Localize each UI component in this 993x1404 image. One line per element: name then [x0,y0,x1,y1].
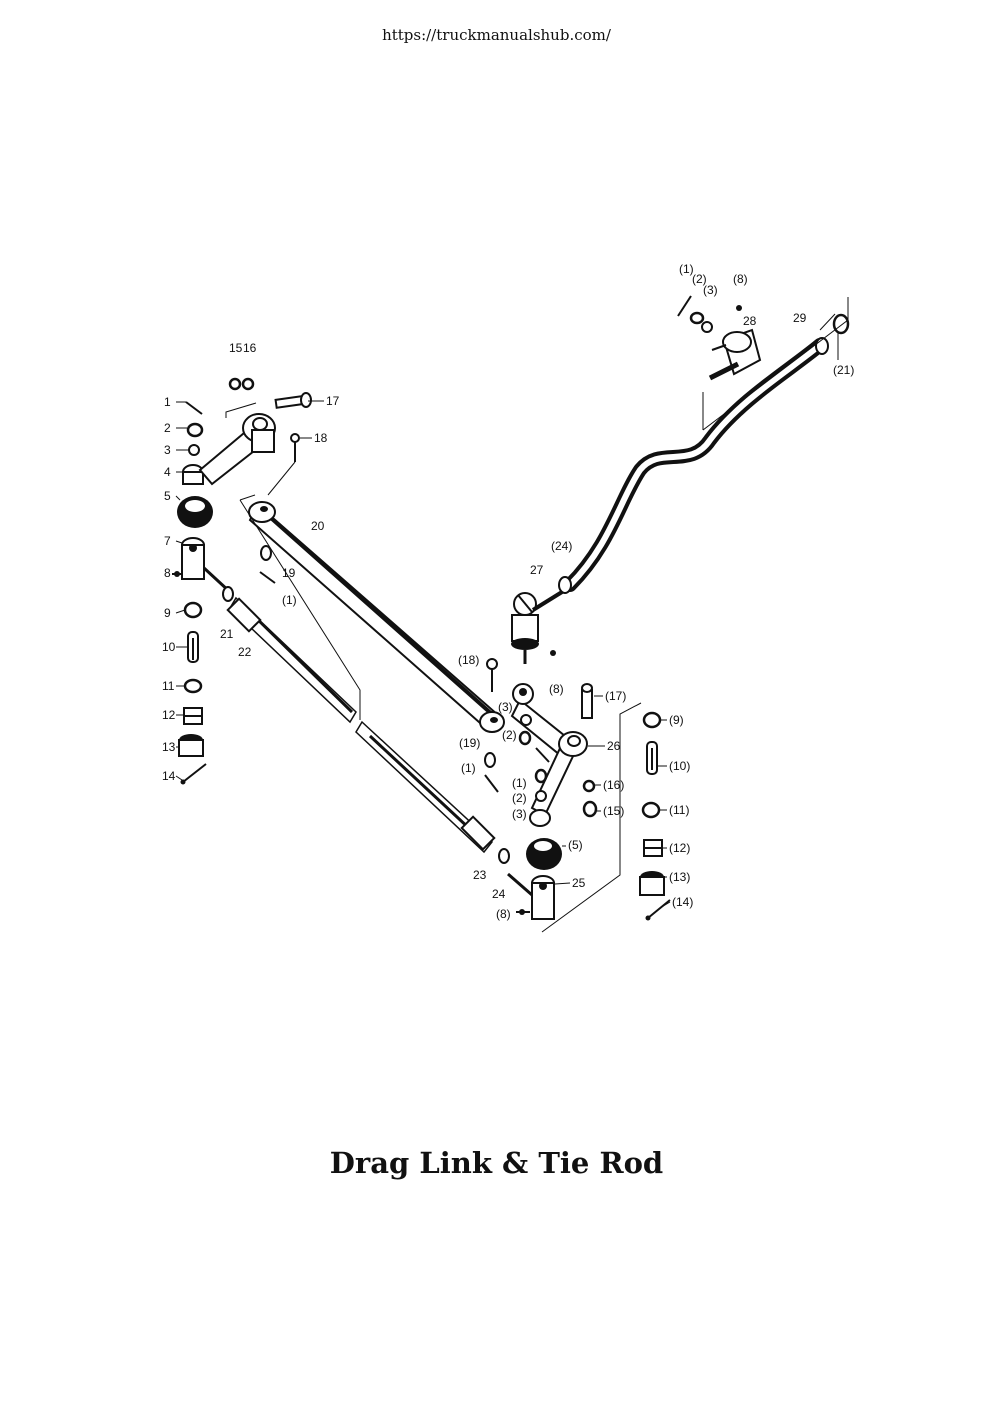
callout-label: (2) [502,728,517,742]
right-column-parts [639,711,671,921]
callout-label: (8) [733,272,748,286]
callout-label: (1) [679,262,694,276]
callout-label: 15 [229,341,243,355]
callout-label: (5) [568,838,583,852]
callout-label: 7 [164,534,171,548]
callout-label: (10) [669,759,690,773]
drag-link-socket [511,590,564,664]
callout-label: (14) [672,895,693,909]
tie-rod [248,501,505,733]
callout-label: (2) [692,272,707,286]
callout-label: 1 [164,395,171,409]
callout-label: 20 [311,519,325,533]
drag-link [558,313,850,594]
callout-label: (17) [605,689,626,703]
callout-label: (1) [282,593,297,607]
callout-label: 9 [164,606,171,620]
callout-label: 16 [243,341,257,355]
callout-label: 24 [492,887,506,901]
callout-label: 28 [743,314,757,328]
page-title: Drag Link & Tie Rod [329,1146,664,1180]
callout-label: 3 [164,443,171,457]
callout-label: 25 [572,876,586,890]
callout-label: 10 [162,640,176,654]
callout-label: 23 [473,868,487,882]
tie-rod-clamp-parts [259,545,276,584]
callout-label: 17 [326,394,340,408]
callout-label: (1) [461,761,476,775]
callout-label: (18) [458,653,479,667]
callout-label: (3) [703,283,718,297]
adjusting-tube [226,596,496,854]
callout-label: (15) [603,804,624,818]
callout-label: 12 [162,708,176,722]
callout-label: (2) [512,791,527,805]
top-ball-socket [677,295,762,381]
callout-label: (11) [669,803,689,817]
callout-label: 2 [164,421,171,435]
callout-label: 5 [164,489,171,503]
left-steering-arm [198,377,312,496]
callout-label: 22 [238,645,252,659]
leader-lines [175,313,839,909]
callout-labels: 1 2 3 4 5 7 8 9 10 11 12 13 14 15 16 17 … [162,262,854,921]
callout-label: (13) [669,870,690,884]
callout-label: 4 [164,465,171,479]
callout-label: 14 [162,769,176,783]
callout-label: (19) [459,736,480,750]
callout-label: (3) [498,700,513,714]
callout-label: 11 [162,679,175,693]
right-steering-arm [484,658,598,920]
callout-label: (12) [669,841,690,855]
callout-label: 19 [282,566,296,580]
callout-label: (1) [512,776,527,790]
callout-label: (21) [833,363,854,377]
callout-label: 18 [314,431,328,445]
callout-label: 26 [607,739,621,753]
callout-label: (16) [603,778,624,792]
callout-label: (3) [512,807,527,821]
callout-label: 21 [220,627,234,641]
callout-label: 13 [162,740,176,754]
callout-label: (9) [669,713,684,727]
callout-label: (8) [549,682,564,696]
callout-label: 29 [793,311,807,325]
callout-label: 8 [164,566,171,580]
callout-label: (24) [551,539,572,553]
site-url[interactable]: https://truckmanualshub.com/ [382,26,611,44]
callout-label: 27 [530,563,544,577]
callout-label: (8) [496,907,511,921]
